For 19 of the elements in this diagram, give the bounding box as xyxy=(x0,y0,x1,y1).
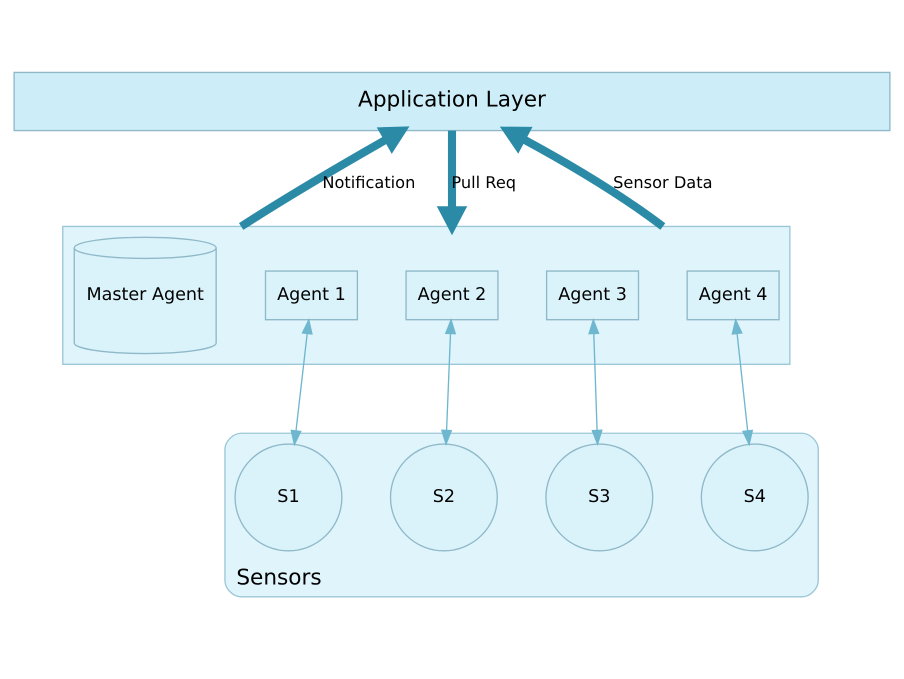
node-circle: S4 xyxy=(700,442,809,551)
node-box: Agent 3 xyxy=(546,270,640,320)
edge-label: Sensor Data xyxy=(613,172,713,192)
arrow xyxy=(290,317,313,446)
arrow xyxy=(732,317,754,446)
node-box: Agent 4 xyxy=(686,270,780,320)
node-box: Agent 1 xyxy=(264,270,358,320)
arrow xyxy=(436,130,468,235)
arrow xyxy=(500,126,666,230)
arrow xyxy=(239,126,410,230)
edge-label: Notification xyxy=(322,172,416,192)
node-circle: S1 xyxy=(234,442,343,551)
arrow xyxy=(588,317,603,446)
node-circle: S3 xyxy=(545,442,654,551)
node-circle: S2 xyxy=(390,442,498,551)
node-box: Application Layer xyxy=(13,71,891,131)
arrow xyxy=(440,317,456,446)
cluster xyxy=(62,225,791,364)
node-box: Agent 2 xyxy=(405,270,499,320)
